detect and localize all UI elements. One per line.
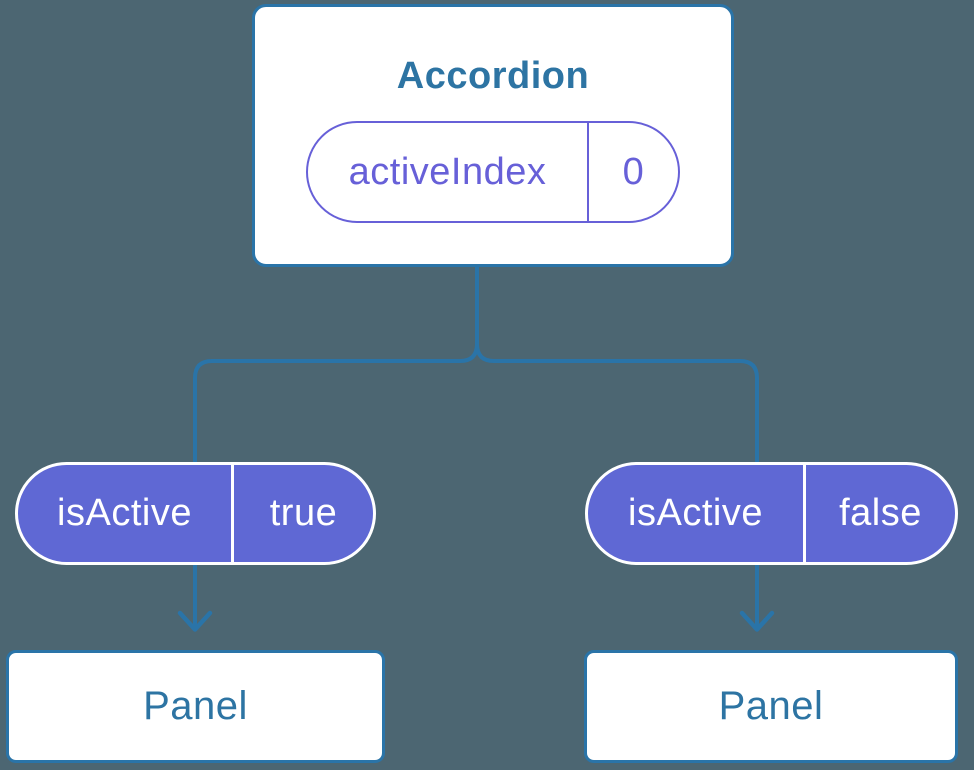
state-pill-name: activeIndex	[348, 150, 547, 193]
panel-node-left: Panel	[6, 650, 385, 763]
branch-line-left	[193, 266, 479, 628]
accordion-node: Accordion activeIndex 0	[252, 4, 734, 267]
branch-line-right	[475, 266, 759, 628]
node-title: Panel	[143, 684, 248, 728]
node-title: Panel	[718, 684, 824, 728]
prop-pill-isactive-false: isActive false	[585, 462, 958, 565]
state-pill-value: 0	[587, 123, 678, 221]
prop-pill-name: isActive	[628, 492, 763, 534]
prop-pill-value: true	[231, 465, 373, 562]
state-pill: activeIndex 0	[306, 121, 680, 223]
node-title: Accordion	[396, 55, 590, 97]
prop-pill-value: false	[803, 465, 955, 562]
down-arrow-icon	[739, 610, 775, 632]
panel-node-right: Panel	[584, 650, 958, 763]
prop-pill-isactive-true: isActive true	[15, 462, 376, 565]
prop-pill-name: isActive	[57, 492, 192, 534]
down-arrow-icon	[177, 610, 213, 632]
